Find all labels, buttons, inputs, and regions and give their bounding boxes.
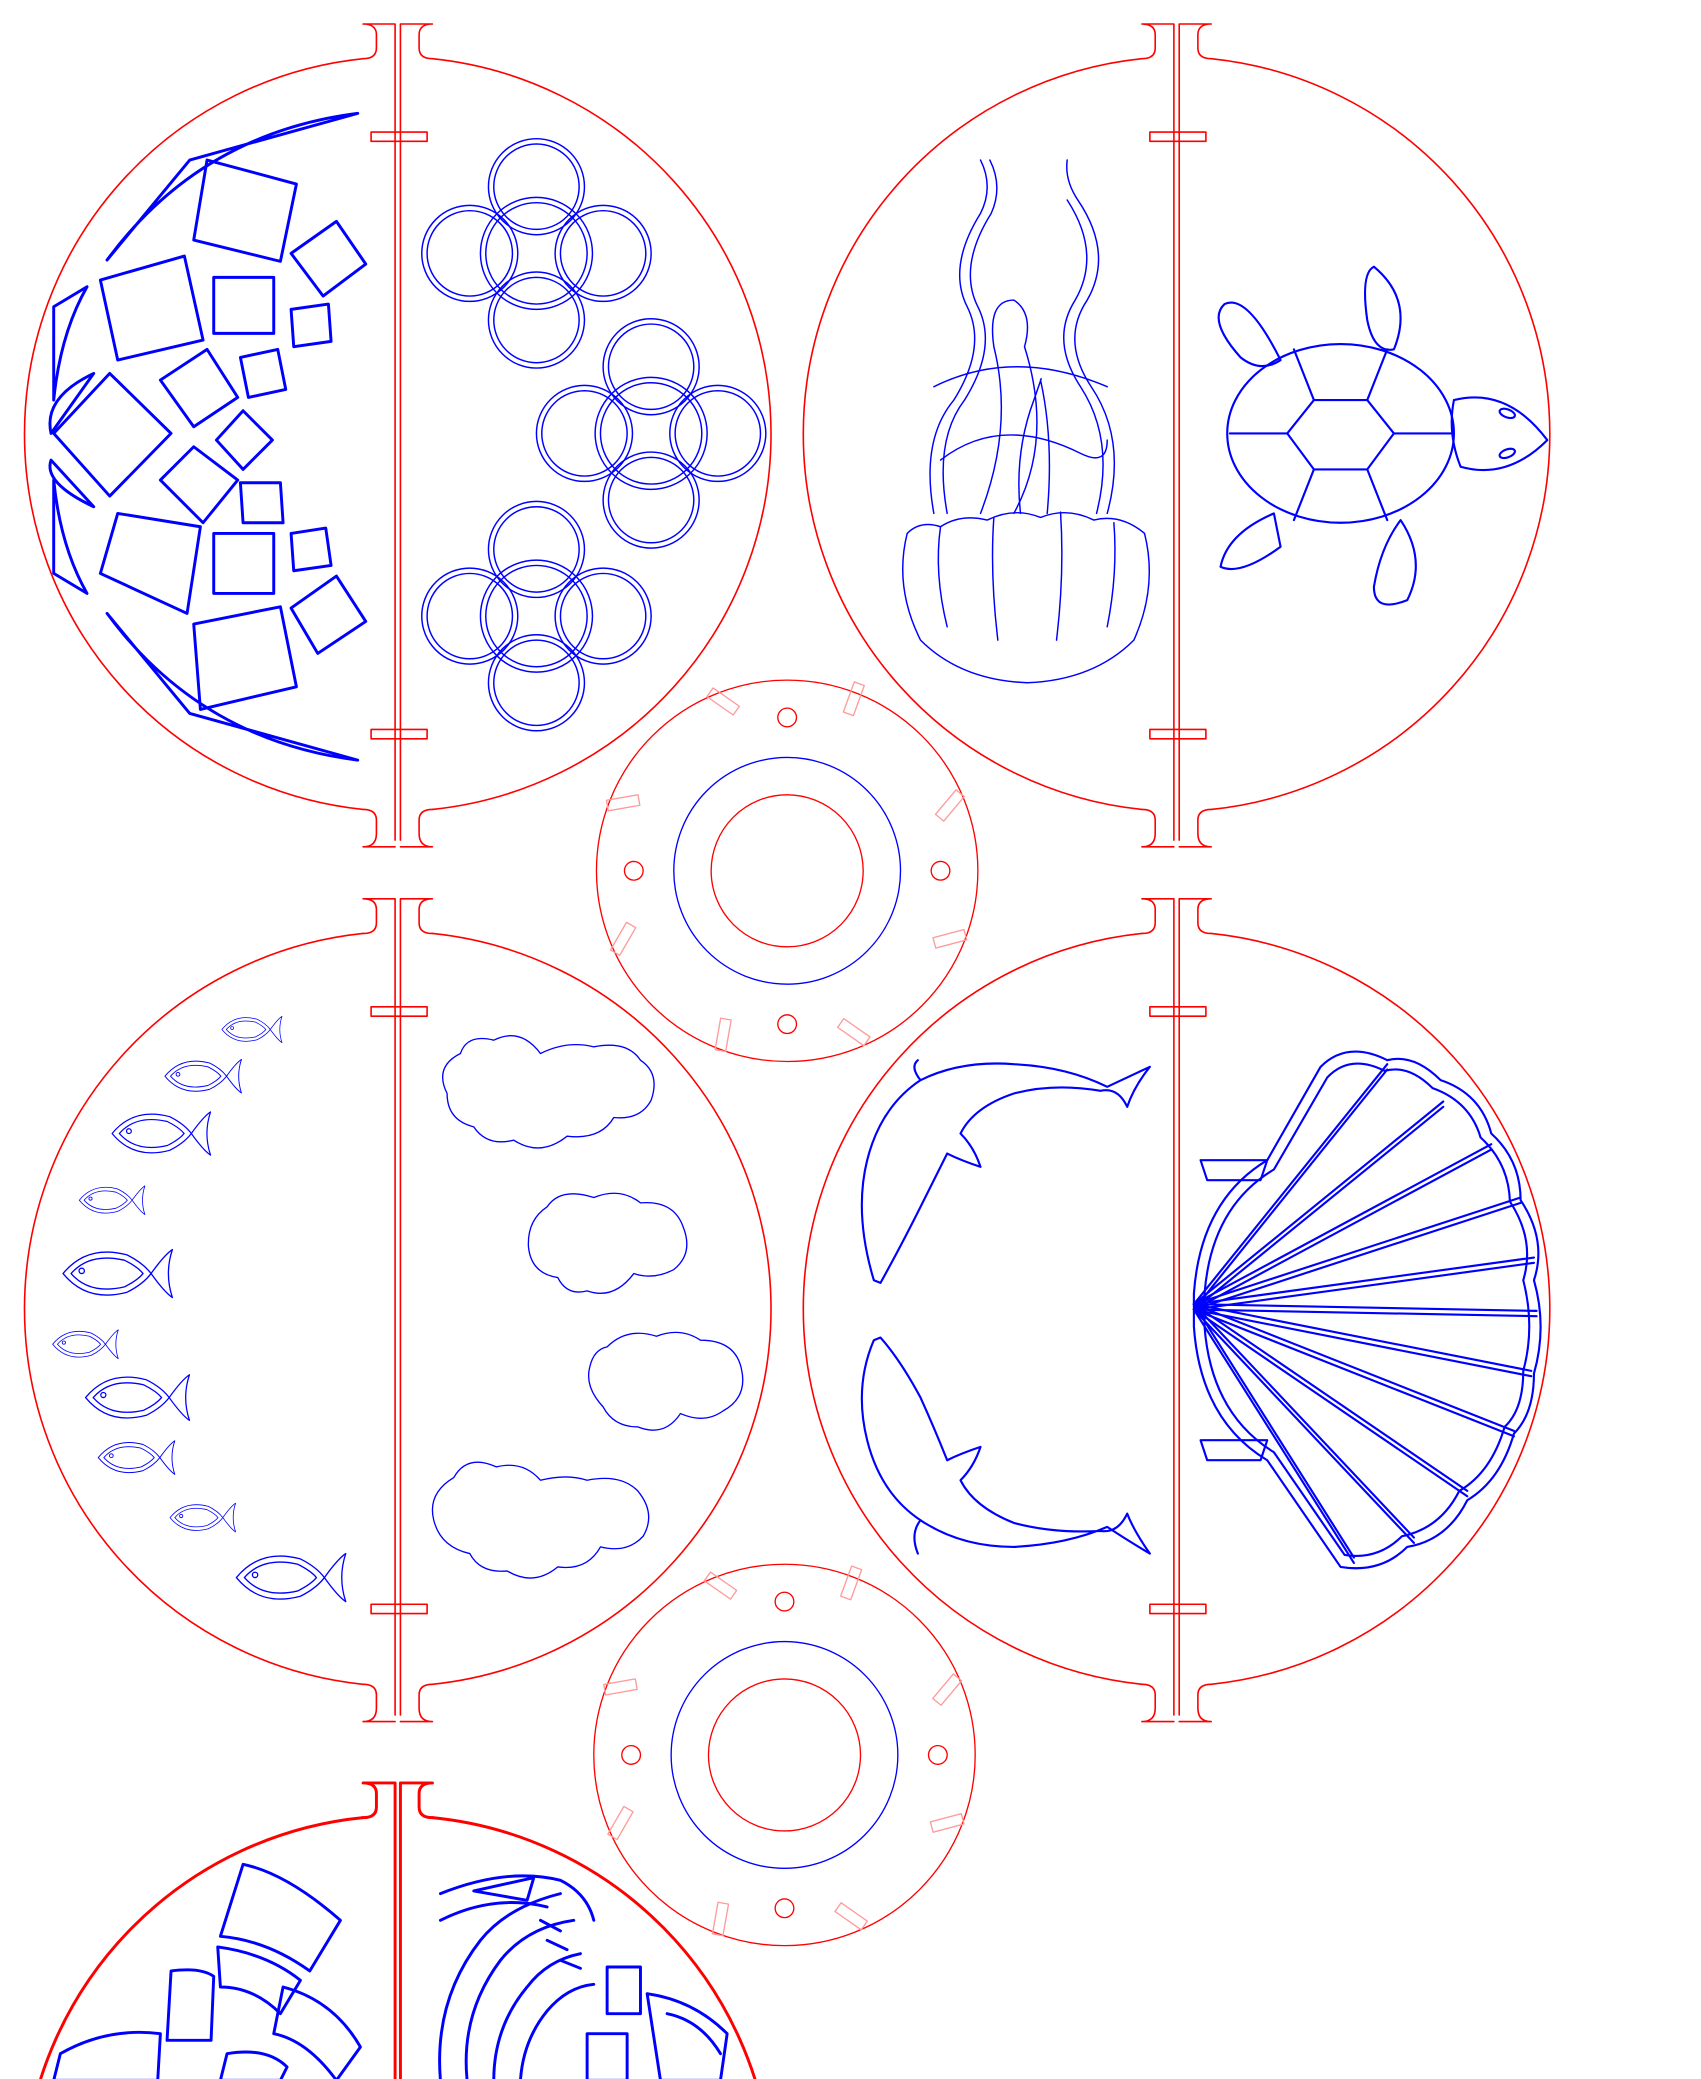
cap-ring-2-engrave [670,1640,899,1869]
cap-ring-2 [593,1563,976,1947]
ornament-disc-1 [23,23,772,848]
cap-ring-2-cut [593,1563,976,1947]
fish-icon [52,1329,119,1360]
cap-ring-1-cut [595,679,979,1063]
cap-ring-1-engrave [673,756,902,985]
ornament-disc-3 [23,898,772,1723]
disc-2-outline [802,23,1551,848]
cap-ring-2-tabs [603,1565,965,1937]
fish-icon [221,1015,283,1044]
cap-ring-1 [595,679,979,1063]
quatrefoil-rings-motif [421,137,767,732]
disc-3-outline [23,898,772,1723]
fish-icon [169,1502,237,1533]
scallop-shell-motif [1192,1050,1542,1570]
fish-icon [62,1248,174,1299]
disc-4-outline [802,898,1551,1723]
disc-1-outline [23,23,772,848]
fish-icon [235,1552,347,1603]
mosaic-squares-motif [48,111,368,762]
ornament-disc-5 [39,1781,757,2079]
cap-ring-1-tabs [605,681,968,1053]
jellyfish-motif [902,159,1151,684]
clouds-motif [431,1035,744,1579]
mosaic-tiles-motif [52,1862,362,2079]
dolphins-motif [860,1059,1151,1555]
disc-5-outline [39,1781,757,2079]
fish-icon [84,1374,191,1421]
fish-school-motif [52,1015,347,1603]
fish-icon [111,1111,212,1156]
ornament-disc-4 [802,898,1551,1723]
ornament-disc-2 [802,23,1551,848]
fish-icon [164,1058,242,1094]
sea-turtle-motif [1217,265,1549,606]
celtic-knot-motif [438,1874,729,2079]
fish-icon [97,1440,176,1475]
fish-icon [78,1185,146,1215]
